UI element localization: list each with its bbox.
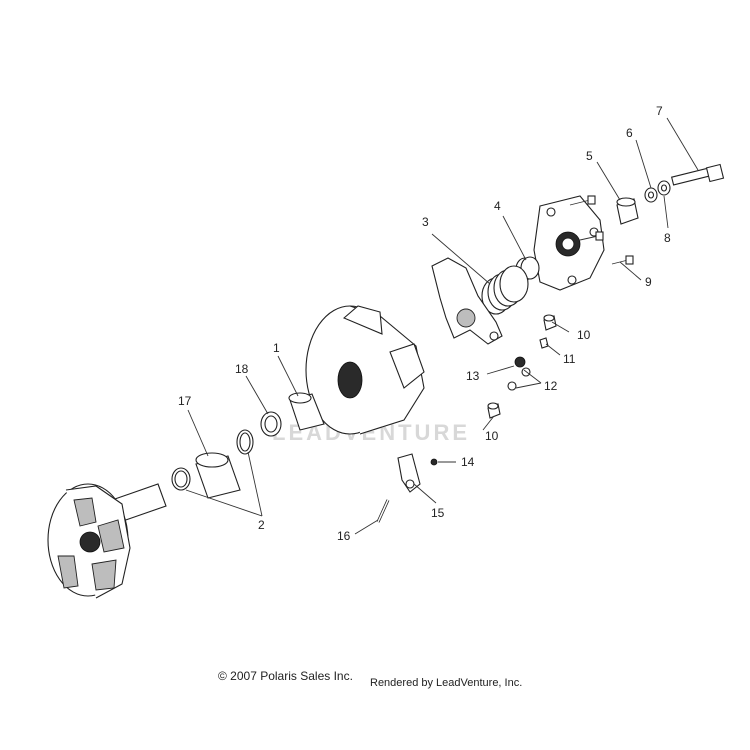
rendered-by-text: Rendered by LeadVenture, Inc. [370, 677, 523, 689]
callout-1: 1 [273, 341, 280, 355]
part-13-roller [514, 356, 526, 368]
part-18-ring [260, 411, 282, 437]
part-17-bushing [195, 452, 241, 499]
spider [431, 257, 503, 345]
fixed-sheave [47, 483, 167, 599]
callout-2: 2 [258, 518, 265, 532]
callout-9: 9 [645, 275, 652, 289]
copyright-text: © 2007 Polaris Sales Inc. [218, 669, 353, 683]
callout-15: 15 [431, 506, 445, 520]
part-1-bushing [288, 392, 325, 431]
callout-4: 4 [494, 199, 501, 213]
leader-lines [185, 117, 699, 535]
part-3-spring [481, 265, 529, 315]
callout-17: 17 [178, 394, 192, 408]
part-10-roller-top [543, 314, 557, 331]
callout-6: 6 [626, 126, 633, 140]
part-16-pin [376, 499, 390, 523]
part-2-snap-rings [171, 429, 254, 491]
callout-10-top: 10 [577, 328, 591, 342]
callout-11: 11 [563, 352, 576, 366]
part-8-washer [657, 180, 671, 196]
part-12-washers [507, 367, 531, 391]
part-10-roller-bottom [487, 402, 501, 419]
callout-16: 16 [337, 529, 351, 543]
callout-5: 5 [586, 149, 593, 163]
callout-3: 3 [422, 215, 429, 229]
callout-labels: 7 6 5 8 9 3 4 10 11 12 13 10 14 15 16 1 … [178, 104, 671, 543]
callout-18: 18 [235, 362, 249, 376]
callout-12: 12 [544, 379, 558, 393]
callout-7: 7 [656, 104, 663, 118]
callout-13: 13 [466, 369, 480, 383]
callout-8: 8 [664, 231, 671, 245]
part-7-bolt [670, 163, 725, 186]
part-14-nut [430, 458, 438, 466]
callout-14: 14 [461, 455, 475, 469]
moveable-sheave [305, 305, 425, 435]
part-15-weight [397, 453, 421, 493]
part-11-pin [539, 337, 549, 349]
part-6-washer [644, 187, 658, 203]
callout-10-bottom: 10 [485, 429, 499, 443]
part-5-bushing [616, 197, 639, 225]
cover-plate [533, 195, 605, 291]
